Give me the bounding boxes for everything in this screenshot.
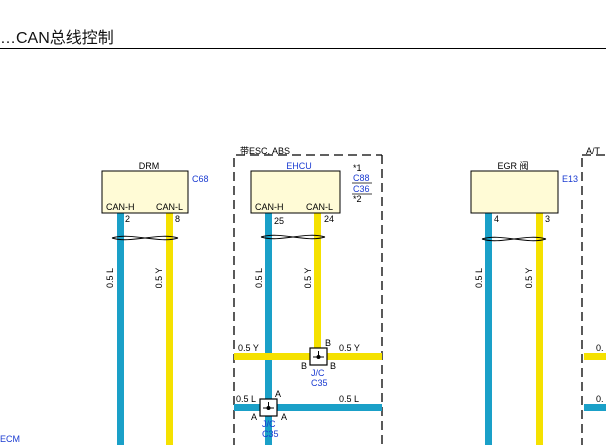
ehcu-pin-can-l: CAN-L [306, 202, 333, 212]
at-blue-stub [584, 404, 606, 411]
page-title: …CAN总线控制 [0, 30, 114, 47]
egr-can-l-wire [536, 213, 543, 445]
drm-twisted-pair-symbol [111, 235, 179, 241]
ehcu-module-box [250, 170, 341, 214]
joint-connector-upper [309, 347, 328, 366]
drm-pin-can-h: CAN-H [106, 202, 135, 212]
jc-lower-pin-left: A [251, 412, 257, 422]
egr-pin-h-number: 4 [494, 214, 499, 224]
ehcu-note-2: *2 [353, 194, 362, 204]
at-dashed-frame [581, 154, 606, 445]
drm-name: DRM [139, 161, 160, 171]
egr-yellow-wire-label: 0.5 Y [524, 268, 534, 289]
egr-module-box [470, 170, 559, 214]
yellow-bus-wire [234, 353, 382, 360]
drm-module-box [101, 170, 189, 214]
egr-pin-l-number: 3 [545, 214, 550, 224]
ehcu-dashed-frame [233, 154, 383, 445]
ehcu-group-label: 带ESC, ABS [240, 146, 290, 156]
ehcu-name: EHCU [286, 161, 312, 171]
ecm-label: ECM [0, 434, 20, 444]
egr-twisted-pair-symbol [481, 236, 547, 242]
jc-lower-pin-top: A [275, 389, 281, 399]
jc-lower-name: J/C [262, 419, 276, 429]
ehcu-can-l-wire [314, 213, 321, 352]
egr-blue-wire-label: 0.5 L [474, 268, 484, 288]
drm-connector-ref: C68 [192, 174, 209, 184]
at-yellow-stub [584, 353, 606, 360]
drm-can-h-wire [117, 213, 124, 445]
egr-can-h-wire [485, 213, 492, 445]
jc-lower-ref: C35 [262, 429, 279, 439]
ehcu-can-h-wire [265, 213, 272, 445]
jc-upper-pin-right: B [330, 361, 336, 371]
ehcu-pin-h-number: 25 [274, 216, 284, 226]
at-label: A/T [586, 146, 601, 156]
jc-lower-pin-right: A [281, 412, 287, 422]
jc-upper-name: J/C [311, 368, 325, 378]
bus-yellow-label-left: 0.5 Y [238, 343, 259, 353]
ehcu-twisted-pair-symbol [260, 234, 326, 240]
egr-name: EGR 阀 [497, 161, 528, 171]
at-blue-edge-label: 0. [596, 394, 604, 404]
drm-blue-wire-label: 0.5 L [105, 268, 115, 288]
jc-upper-pin-top: B [325, 338, 331, 348]
drm-pin-l-number: 8 [175, 214, 180, 224]
bus-blue-label-left: 0.5 L [236, 394, 256, 404]
title-divider [0, 48, 606, 49]
ehcu-connector-ref-1: C88 [353, 173, 370, 183]
ehcu-pin-can-h: CAN-H [255, 202, 284, 212]
ehcu-pin-l-number: 24 [324, 214, 334, 224]
bus-blue-label-right: 0.5 L [339, 394, 359, 404]
ehcu-note-1: *1 [353, 163, 362, 173]
jc-upper-ref: C35 [311, 378, 328, 388]
ehcu-yellow-wire-label: 0.5 Y [303, 268, 313, 289]
drm-can-l-wire [166, 213, 173, 445]
egr-connector-ref: E13 [562, 174, 578, 184]
drm-pin-h-number: 2 [125, 214, 130, 224]
bus-yellow-label-right: 0.5 Y [339, 343, 360, 353]
ehcu-connector-ref-2: C36 [353, 184, 370, 194]
drm-yellow-wire-label: 0.5 Y [154, 268, 164, 289]
joint-connector-lower [259, 398, 278, 417]
ehcu-blue-wire-label: 0.5 L [254, 268, 264, 288]
at-yellow-edge-label: 0. [596, 343, 604, 353]
drm-pin-can-l: CAN-L [156, 202, 183, 212]
blue-bus-wire [234, 404, 382, 411]
jc-upper-pin-left: B [301, 361, 307, 371]
